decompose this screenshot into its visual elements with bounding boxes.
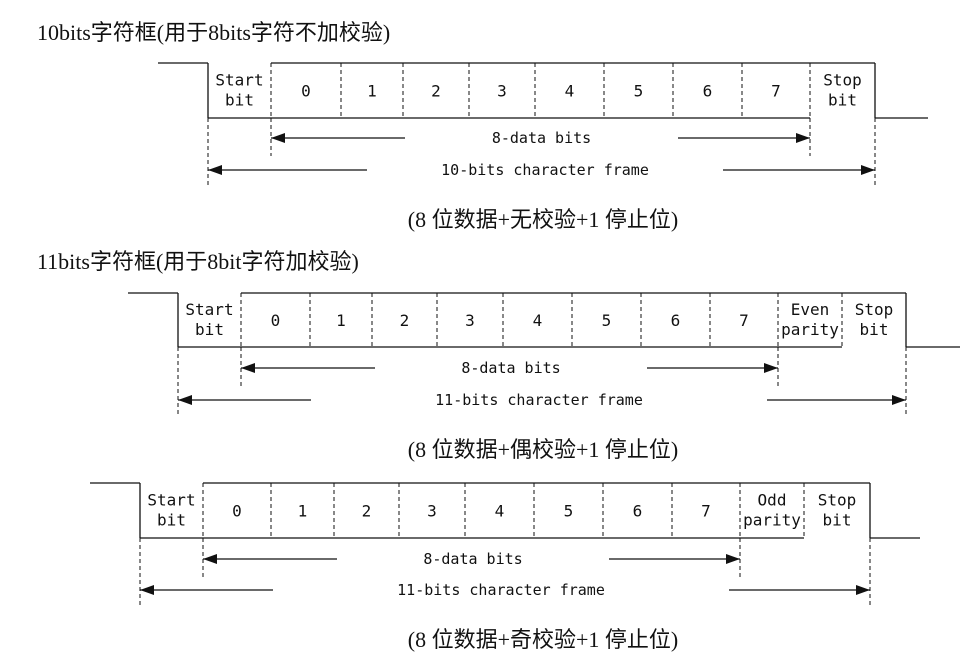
- frame-caption: (8 位数据+无校验+1 停止位): [408, 207, 678, 232]
- frame-length-label: 10-bits character frame: [441, 161, 649, 179]
- data-arrow-right-head: [764, 363, 778, 373]
- bit-cell-label: 6: [671, 311, 681, 330]
- bit-cell-label: 1: [367, 82, 377, 101]
- bit-cell-label: 6: [703, 82, 713, 101]
- data-arrow-right-head: [726, 554, 740, 564]
- bit-cell-label: 6: [633, 502, 643, 521]
- bit-cell-label: 5: [564, 502, 574, 521]
- bit-cell-label: 2: [362, 502, 372, 521]
- bit-cell-label: 3: [427, 502, 437, 521]
- bit-cell-label: 7: [701, 502, 711, 521]
- frame-arrow-left-head: [178, 395, 192, 405]
- bit-cell-label: Start: [185, 300, 233, 319]
- frame-arrow-left-head: [140, 585, 154, 595]
- frame-arrow-right-head: [892, 395, 906, 405]
- bit-cell-label: Stop: [818, 491, 857, 510]
- frame-length-label: 11-bits character frame: [435, 391, 643, 409]
- bit-cell-label: parity: [781, 320, 839, 339]
- bit-cell-label: bit: [157, 511, 186, 530]
- bit-cell-label: Stop: [855, 300, 894, 319]
- data-bits-label: 8-data bits: [492, 129, 591, 147]
- bit-cell-label: 3: [497, 82, 507, 101]
- bit-cell-label: 2: [400, 311, 410, 330]
- data-bits-label: 8-data bits: [423, 550, 522, 568]
- bit-cell-label: parity: [743, 511, 801, 530]
- bit-cell-label: 1: [336, 311, 346, 330]
- bit-cell-label: bit: [828, 91, 857, 110]
- bit-cell-label: 2: [431, 82, 441, 101]
- bit-cell-label: 0: [301, 82, 311, 101]
- bit-cell-label: 3: [465, 311, 475, 330]
- bit-cell-label: Start: [147, 491, 195, 510]
- bit-cell-label: 4: [533, 311, 543, 330]
- bit-cell-label: bit: [195, 320, 224, 339]
- bit-cell-label: 5: [634, 82, 644, 101]
- frame-title: 10bits字符框(用于8bits字符不加校验): [37, 20, 390, 45]
- bit-cell-label: Odd: [758, 491, 787, 510]
- bit-cell-label: bit: [860, 320, 889, 339]
- bit-cell-label: 4: [495, 502, 505, 521]
- frame-caption: (8 位数据+偶校验+1 停止位): [408, 437, 678, 462]
- bit-cell-label: 0: [271, 311, 281, 330]
- bit-cell-label: 4: [565, 82, 575, 101]
- bit-cell-label: 0: [232, 502, 242, 521]
- bit-cell-label: 7: [771, 82, 781, 101]
- data-arrow-left-head: [241, 363, 255, 373]
- data-bits-label: 8-data bits: [461, 359, 560, 377]
- frame-title: 11bits字符框(用于8bit字符加校验): [37, 249, 359, 274]
- frame-arrow-left-head: [208, 165, 222, 175]
- bit-cell-label: 7: [739, 311, 749, 330]
- bit-cell-label: bit: [823, 511, 852, 530]
- data-arrow-left-head: [271, 133, 285, 143]
- bit-cell-label: 5: [602, 311, 612, 330]
- bit-cell-label: 1: [298, 502, 308, 521]
- frame-length-label: 11-bits character frame: [397, 581, 605, 599]
- bit-cell-label: Even: [791, 300, 830, 319]
- bit-cell-label: Stop: [823, 71, 862, 90]
- frame-arrow-right-head: [856, 585, 870, 595]
- frame-caption: (8 位数据+奇校验+1 停止位): [408, 627, 678, 652]
- bit-cell-label: Start: [215, 71, 263, 90]
- frame-arrow-right-head: [861, 165, 875, 175]
- data-arrow-left-head: [203, 554, 217, 564]
- bit-cell-label: bit: [225, 91, 254, 110]
- data-arrow-right-head: [796, 133, 810, 143]
